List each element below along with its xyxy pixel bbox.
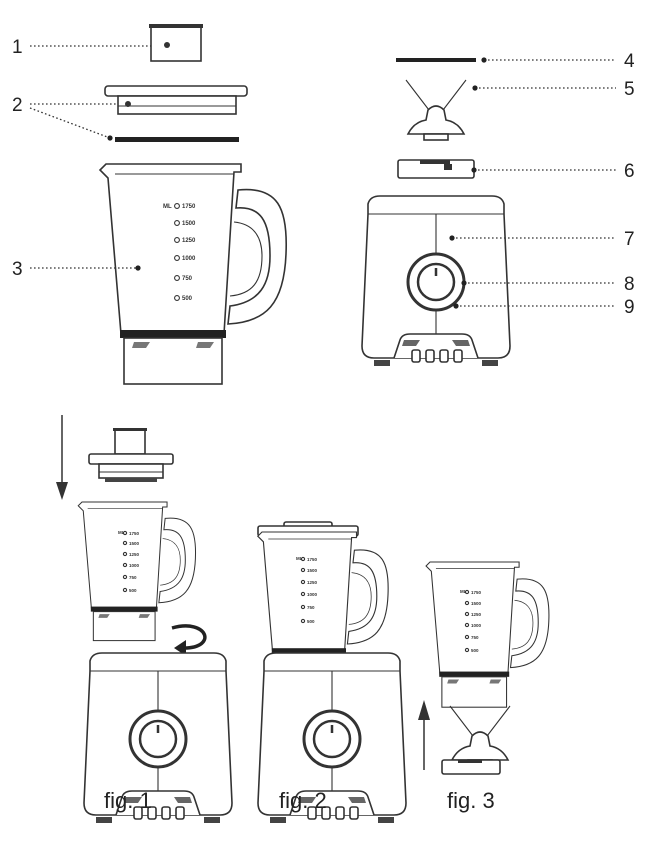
fig2-jug-scale: ML 1750 1500 1250 1000 750 500	[296, 556, 318, 624]
callout-9: 9	[624, 297, 635, 318]
scale-mark: 1250	[307, 580, 318, 585]
fig3-blade-unit	[449, 705, 511, 767]
fig3-caption: fig. 3	[447, 788, 495, 813]
scale-mark: 1250	[129, 552, 140, 557]
scale-mark: 750	[129, 575, 137, 580]
jug-part	[99, 163, 288, 385]
fig3-jug-scale: ML 1750 1500 1250 1000 750 500	[460, 589, 482, 653]
lid-part	[104, 85, 248, 115]
scale-mark: 1250	[182, 238, 196, 244]
scale-mark: 1750	[471, 590, 482, 595]
scale-mark: 500	[129, 588, 137, 593]
scale-mark: 1750	[182, 204, 196, 210]
scale-mark: 1000	[129, 563, 140, 568]
blade-unit-part	[405, 79, 467, 141]
scale-mark: 1750	[307, 557, 318, 562]
fig1-jug-scale: ML 1750 1500 1250 1000 750 500	[118, 530, 140, 593]
scale-unit-label: ML	[163, 204, 172, 210]
scale-mark: 750	[182, 276, 193, 282]
fig1-caption: fig. 1	[104, 788, 152, 813]
scale-mark: 500	[182, 296, 193, 302]
motor-base-part	[360, 194, 512, 368]
exploded-base-view: 4 5 6 7 8 9	[360, 51, 635, 368]
figure-1: ML 1750 1500 1250 1000 750 500 fig. 1	[56, 415, 234, 825]
callout-7: 7	[624, 229, 635, 250]
scale-mark: 1750	[129, 531, 140, 536]
scale-mark: 500	[471, 648, 479, 653]
scale-unit-label: ML	[460, 589, 467, 594]
scale-mark: 1500	[182, 221, 196, 227]
lid-cap-part	[150, 25, 202, 62]
fig2-caption: fig. 2	[279, 788, 327, 813]
callout-2: 2	[12, 95, 23, 116]
fig3-coupling	[441, 759, 501, 775]
scale-mark: 1000	[471, 623, 482, 628]
callout-6: 6	[624, 161, 635, 182]
callout-8: 8	[624, 274, 635, 295]
scale-mark: 750	[471, 635, 479, 640]
scale-mark: 1000	[307, 592, 318, 597]
seal-ring-part	[396, 58, 476, 62]
scale-unit-label: ML	[296, 556, 303, 561]
scale-mark: 1250	[471, 612, 482, 617]
callout-1: 1	[12, 37, 23, 58]
callout-5: 5	[624, 79, 635, 100]
scale-mark: 750	[307, 605, 315, 610]
lid-seal-part	[115, 137, 239, 142]
callout-3: 3	[12, 259, 23, 280]
exploded-jug-view: ML 1750 1500 1250 1000 750 500 1 2 3	[12, 24, 288, 385]
jug-measurement-scale: ML 1750 1500 1250 1000 750 500	[163, 203, 196, 302]
callout-4: 4	[624, 51, 635, 72]
scale-unit-label: ML	[118, 530, 125, 535]
scale-mark: 500	[307, 619, 315, 624]
scale-mark: 1500	[307, 568, 318, 573]
figure-3: ML 1750 1500 1250 1000 750 500 fig. 3	[418, 561, 550, 813]
scale-mark: 1500	[471, 601, 482, 606]
scale-mark: 1500	[129, 541, 140, 546]
scale-mark: 1000	[182, 256, 196, 262]
coupling-part	[397, 159, 475, 179]
figure-2: ML 1750 1500 1250 1000 750 500 fig. 2	[256, 521, 408, 825]
